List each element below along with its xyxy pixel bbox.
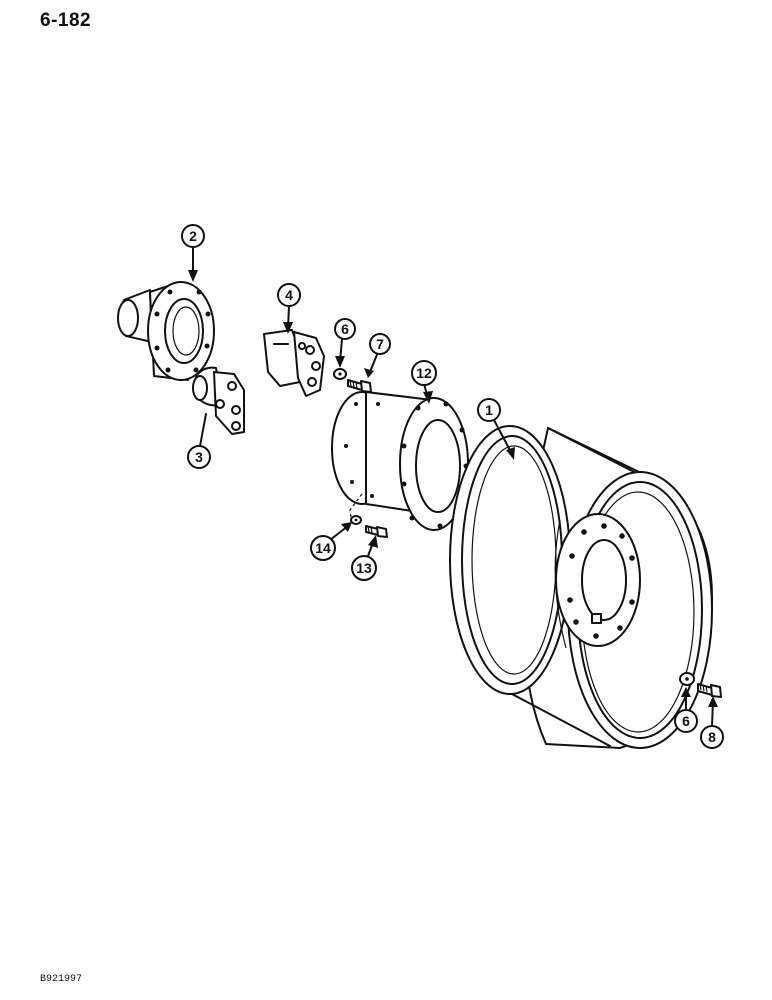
part-number: 2 <box>189 228 197 244</box>
callout-leaders <box>188 246 718 727</box>
callout-2: 2 <box>181 224 205 248</box>
callout-8: 8 <box>700 725 724 749</box>
part-number: 1 <box>485 402 493 418</box>
part-number: 14 <box>315 540 331 556</box>
image-code: B921997 <box>40 974 83 985</box>
washer-icon <box>350 515 362 525</box>
part-number: 13 <box>356 560 372 576</box>
wheel-spacer-icon <box>331 391 469 531</box>
bolt-icon <box>347 379 372 393</box>
part-number: 4 <box>285 287 293 303</box>
bolt-icon <box>365 525 388 538</box>
washer-icon <box>333 368 347 380</box>
hub-adapter-icon <box>192 366 245 435</box>
wheel-hub-icon <box>117 281 215 381</box>
callout-13: 13 <box>351 555 377 581</box>
part-number: 3 <box>195 449 203 465</box>
callout-3: 3 <box>187 445 211 469</box>
callout-14: 14 <box>310 535 336 561</box>
part-number: 8 <box>708 729 716 745</box>
callout-7: 7 <box>369 333 391 355</box>
callout-6-upper: 6 <box>334 318 356 340</box>
part-number: 6 <box>341 321 349 337</box>
part-number: 12 <box>416 365 432 381</box>
washer-icon <box>679 672 695 686</box>
callout-6-lower: 6 <box>674 709 698 733</box>
bolt-icon <box>697 683 722 698</box>
callout-12: 12 <box>411 360 437 386</box>
part-number: 6 <box>682 713 690 729</box>
part-number: 7 <box>376 336 384 352</box>
mounting-bracket-icon <box>263 329 325 397</box>
assembly-line <box>349 493 363 525</box>
callout-1: 1 <box>477 398 501 422</box>
wheel-rim-icon <box>449 425 713 749</box>
page-number: 6-182 <box>40 10 92 31</box>
callout-4: 4 <box>277 283 301 307</box>
